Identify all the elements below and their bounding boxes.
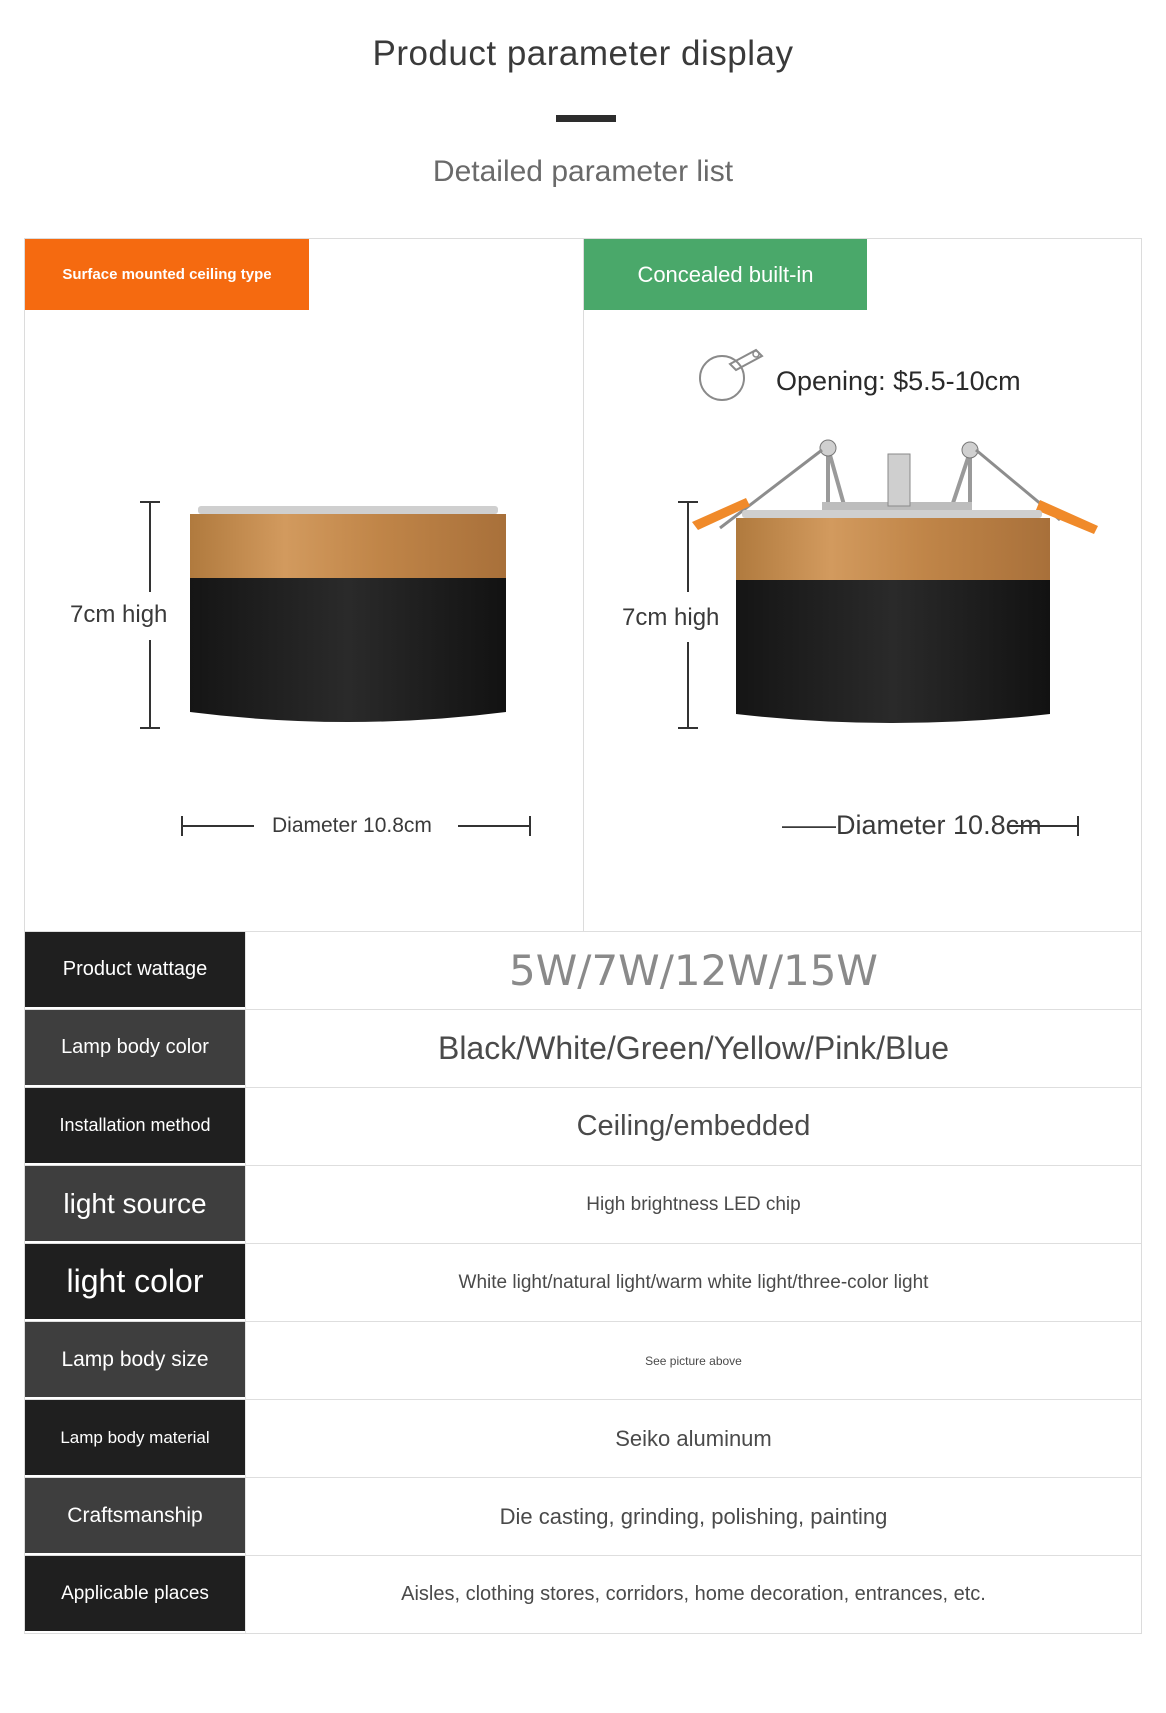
spec-label: Lamp body color bbox=[25, 1010, 245, 1087]
diameter-dimension-concealed bbox=[1008, 816, 1079, 836]
wood-band bbox=[190, 514, 506, 578]
spec-row-light-color: light color White light/natural light/wa… bbox=[25, 1243, 1141, 1321]
title-underline bbox=[556, 115, 616, 122]
spec-value: High brightness LED chip bbox=[245, 1166, 1141, 1243]
height-label-surface: 7cm high bbox=[70, 601, 168, 628]
spec-value: Seiko aluminum bbox=[245, 1400, 1141, 1477]
height-label-concealed: 7cm high bbox=[622, 604, 720, 631]
tag-concealed: Concealed built-in bbox=[584, 239, 867, 310]
spec-label: Installation method bbox=[25, 1088, 245, 1165]
spec-value: See picture above bbox=[245, 1322, 1141, 1399]
spring-clip-right bbox=[1036, 500, 1098, 534]
spec-row-craftsmanship: Craftsmanship Die casting, grinding, pol… bbox=[25, 1477, 1141, 1555]
lamp-concealed-image bbox=[678, 439, 1098, 729]
spec-row-material: Lamp body material Seiko aluminum bbox=[25, 1399, 1141, 1477]
spec-label: Applicable places bbox=[25, 1556, 245, 1633]
spec-label: light source bbox=[25, 1166, 245, 1243]
spec-label: Craftsmanship bbox=[25, 1478, 245, 1555]
spec-value: Die casting, grinding, polishing, painti… bbox=[245, 1478, 1141, 1555]
tag-surface-mounted: Surface mounted ceiling type bbox=[25, 239, 309, 310]
lamp-surface-image bbox=[140, 501, 506, 729]
page-subtitle: Detailed parameter list bbox=[432, 155, 734, 188]
black-body bbox=[190, 578, 506, 722]
diameter-label-surface: Diameter 10.8cm bbox=[272, 814, 432, 837]
diameter-label-concealed: ——Diameter 10.8cm bbox=[782, 810, 1042, 840]
panel-divider bbox=[583, 238, 584, 932]
spec-row-light-source: light source High brightness LED chip bbox=[25, 1165, 1141, 1243]
spec-label: Product wattage bbox=[25, 932, 245, 1009]
spec-label: Lamp body size bbox=[25, 1322, 245, 1399]
spec-value: 5W/7W/12W/15W bbox=[245, 932, 1141, 1009]
spec-table: Product wattage 5W/7W/12W/15W Lamp body … bbox=[24, 931, 1142, 1634]
spec-row-installation: Installation method Ceiling/embedded bbox=[25, 1087, 1141, 1165]
spec-value: Aisles, clothing stores, corridors, home… bbox=[245, 1556, 1141, 1633]
spring-clip-left bbox=[692, 498, 750, 530]
diameter-dimension-surface bbox=[181, 816, 531, 836]
hole-saw-icon bbox=[699, 348, 764, 401]
spec-value: Ceiling/embedded bbox=[245, 1088, 1141, 1165]
spec-row-places: Applicable places Aisles, clothing store… bbox=[25, 1555, 1141, 1633]
spec-label: light color bbox=[25, 1244, 245, 1321]
spec-value: Black/White/Green/Yellow/Pink/Blue bbox=[245, 1010, 1141, 1087]
spec-row-color: Lamp body color Black/White/Green/Yellow… bbox=[25, 1009, 1141, 1087]
page-title: Product parameter display bbox=[372, 34, 794, 73]
opening-label: Opening: $5.5-10cm bbox=[776, 366, 1021, 396]
spec-row-size: Lamp body size See picture above bbox=[25, 1321, 1141, 1399]
spec-label: Lamp body material bbox=[25, 1400, 245, 1477]
spec-value: White light/natural light/warm white lig… bbox=[245, 1244, 1141, 1321]
spec-row-wattage: Product wattage 5W/7W/12W/15W bbox=[25, 931, 1141, 1009]
